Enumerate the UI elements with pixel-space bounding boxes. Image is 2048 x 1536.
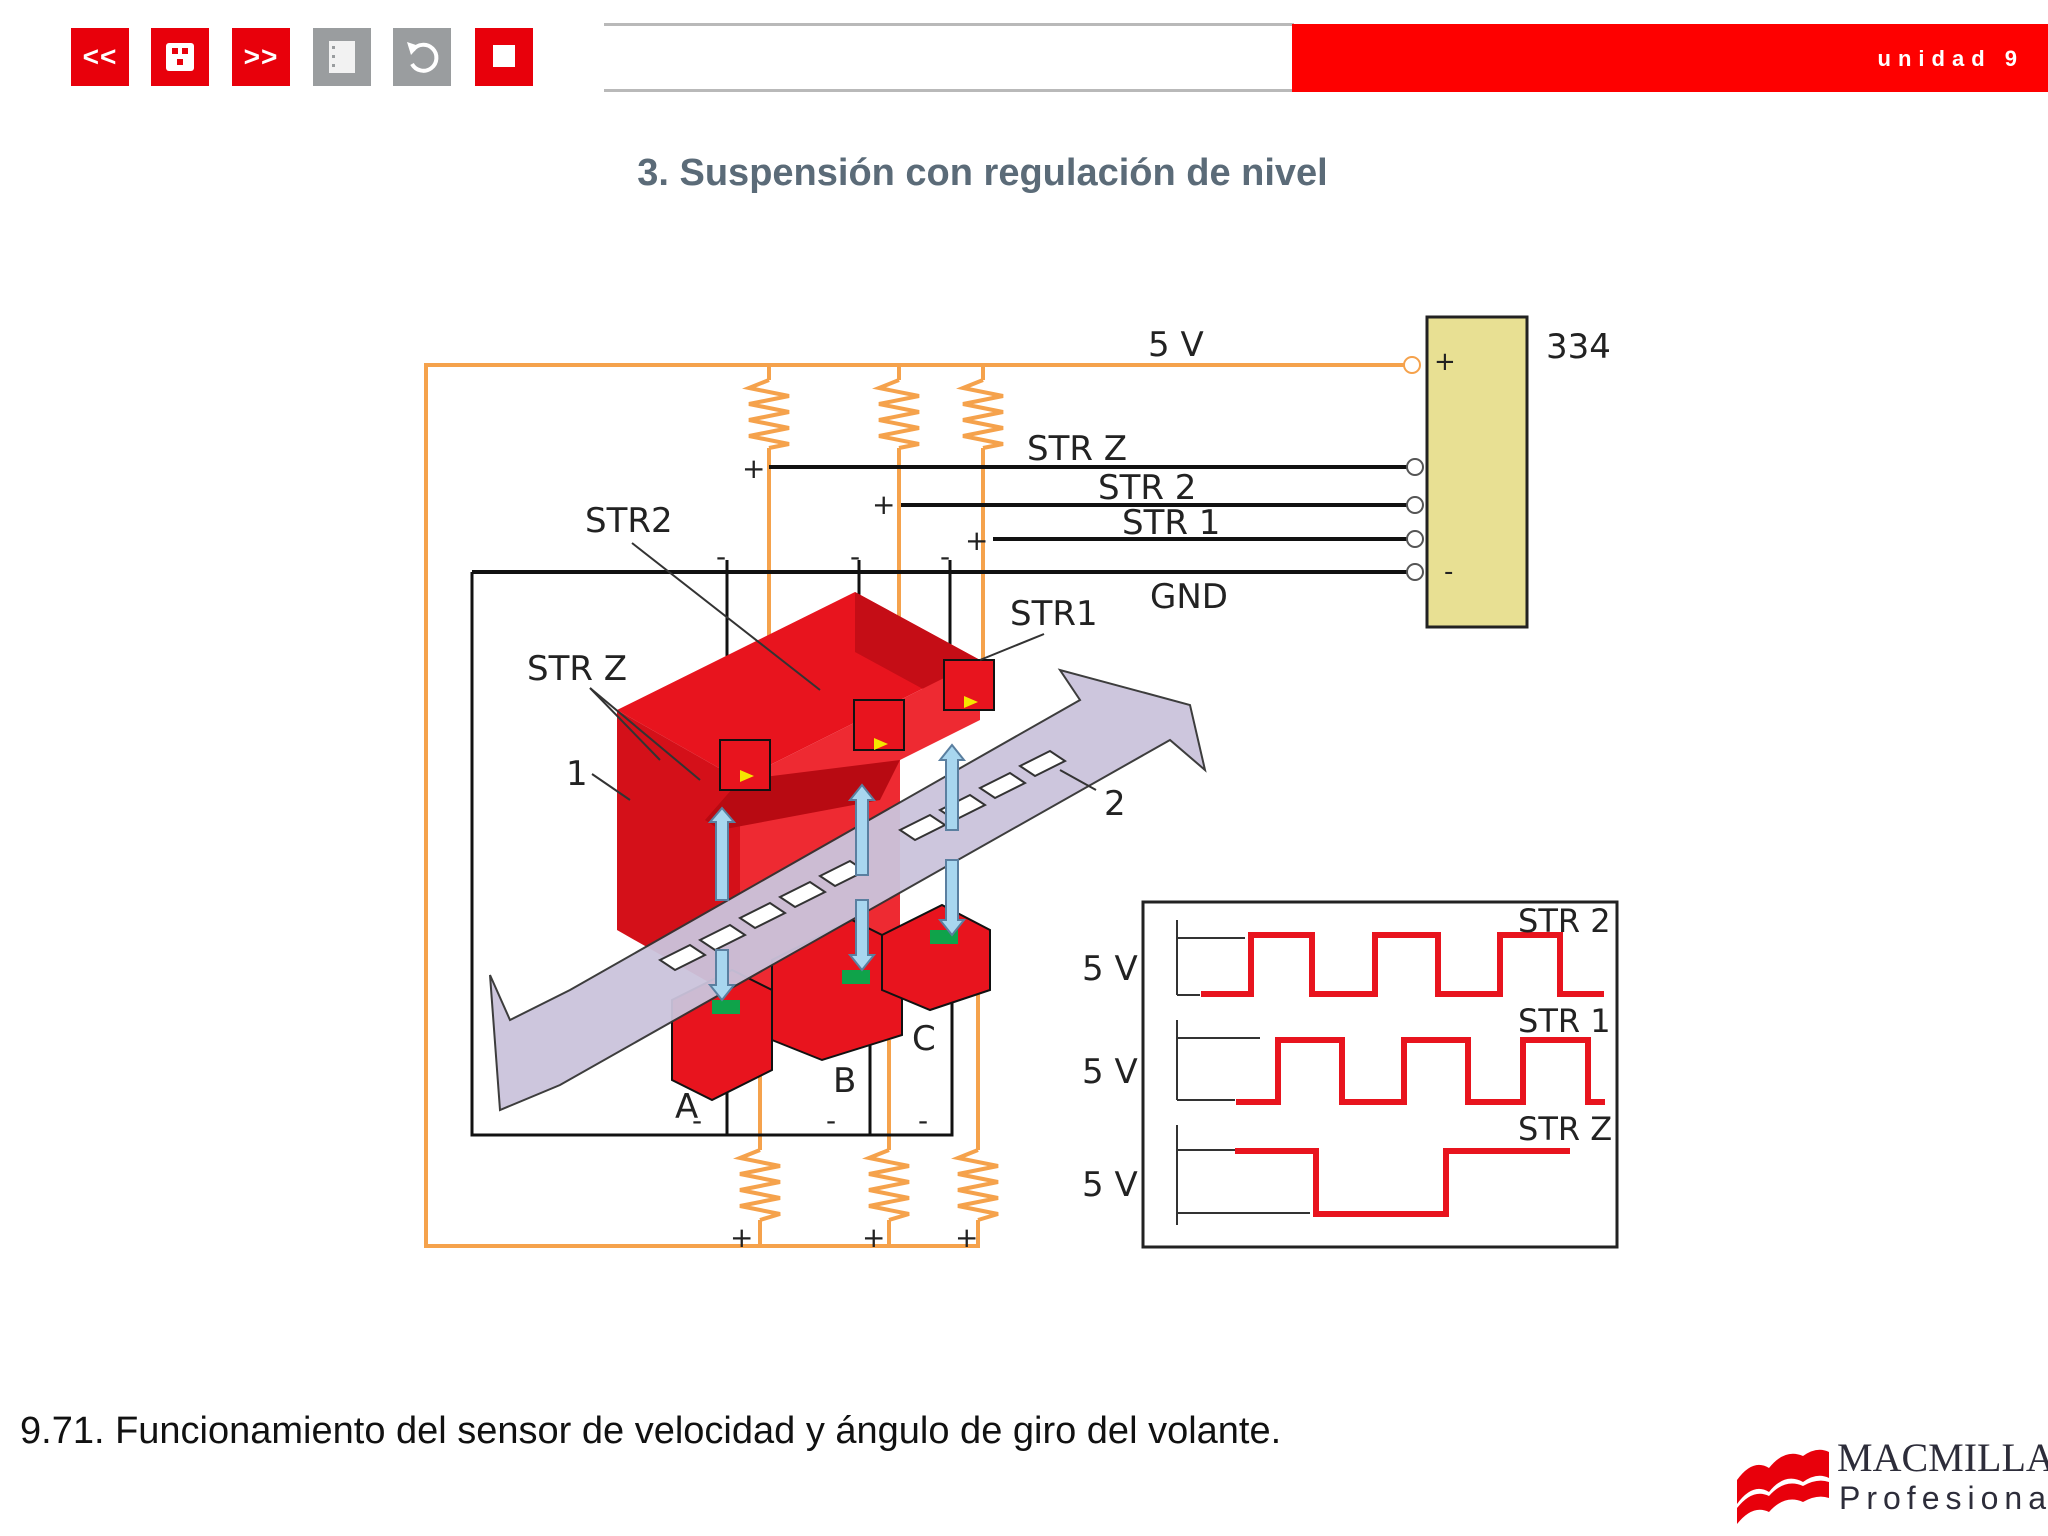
stop-icon bbox=[493, 45, 515, 67]
polarity-marks: + + + - - - + + + - - - bbox=[692, 452, 988, 1254]
undo-icon bbox=[407, 42, 439, 73]
rotor-strip bbox=[489, 668, 1207, 1112]
resistors-top bbox=[742, 378, 1004, 450]
wire-label-strz: STR Z bbox=[1027, 429, 1127, 469]
previous-label: << bbox=[82, 41, 118, 72]
svg-text:-: - bbox=[692, 1104, 702, 1137]
label-b: B bbox=[833, 1061, 856, 1101]
supply-label: 5 V bbox=[1148, 325, 1204, 365]
unit-number: 334 bbox=[1546, 327, 1611, 367]
dice-icon bbox=[166, 43, 194, 71]
svg-text:-: - bbox=[918, 1104, 928, 1137]
signal-label-str2: STR 2 bbox=[1518, 902, 1611, 940]
index-button[interactable] bbox=[313, 28, 371, 86]
signal-label-str1: STR 1 bbox=[1518, 1002, 1611, 1040]
label-str1: STR1 bbox=[1010, 594, 1098, 634]
unit-label: unidad 9 bbox=[1877, 46, 2024, 71]
next-label: >> bbox=[243, 41, 279, 72]
logo-sub: Profesional bbox=[1839, 1480, 2048, 1516]
signal-level-3: 5 V bbox=[1082, 1165, 1138, 1205]
next-button[interactable]: >> bbox=[232, 28, 290, 86]
label-part-1: 1 bbox=[566, 754, 588, 794]
header-line-top bbox=[604, 23, 1294, 26]
label-str2: STR2 bbox=[585, 501, 673, 541]
svg-text:+: + bbox=[742, 452, 765, 485]
leader-lines bbox=[589, 542, 1097, 801]
svg-text:+: + bbox=[965, 524, 988, 557]
svg-text:-: - bbox=[826, 1104, 836, 1137]
label-c: C bbox=[912, 1019, 936, 1059]
control-unit-box bbox=[1425, 315, 1529, 629]
svg-text:+: + bbox=[862, 1221, 885, 1254]
signal-level-1: 5 V bbox=[1082, 949, 1138, 989]
wire-label-gnd: GND bbox=[1150, 577, 1228, 617]
logo-brand: MACMILLAN bbox=[1837, 1435, 2048, 1480]
svg-text:-: - bbox=[940, 540, 950, 573]
previous-button[interactable]: << bbox=[71, 28, 129, 86]
unit-minus: - bbox=[1444, 557, 1453, 587]
signal-panel bbox=[1141, 900, 1619, 1249]
wire-label-str1: STR 1 bbox=[1122, 503, 1220, 543]
label-strz: STR Z bbox=[527, 649, 627, 689]
svg-text:-: - bbox=[850, 540, 860, 573]
publisher-logo: MACMILLAN Profesional bbox=[1733, 1428, 2048, 1528]
svg-text:+: + bbox=[955, 1221, 978, 1254]
wire-label-str2: STR 2 bbox=[1098, 468, 1196, 508]
signal-level-2: 5 V bbox=[1082, 1052, 1138, 1092]
label-a: A bbox=[675, 1087, 698, 1127]
header-line-bottom bbox=[604, 89, 1294, 92]
terminals bbox=[1403, 356, 1424, 581]
figure-caption: 9.71. Funcionamiento del sensor de veloc… bbox=[20, 1410, 1282, 1452]
signal-label-strz: STR Z bbox=[1518, 1110, 1612, 1148]
svg-text:-: - bbox=[716, 540, 726, 573]
back-button[interactable] bbox=[393, 28, 451, 86]
slide-title: 3. Suspensión con regulación de nivel bbox=[637, 152, 1328, 194]
unit-plus: + bbox=[1434, 347, 1456, 377]
menu-button[interactable] bbox=[151, 28, 209, 86]
stop-button[interactable] bbox=[475, 28, 533, 86]
unit-banner: unidad 9 bbox=[1292, 24, 2048, 92]
label-part-2: 2 bbox=[1104, 784, 1126, 824]
flux-arrows bbox=[707, 743, 967, 1002]
list-icon bbox=[329, 41, 355, 73]
svg-text:+: + bbox=[730, 1221, 753, 1254]
svg-text:+: + bbox=[872, 488, 895, 521]
macmillan-logo-icon bbox=[1737, 1449, 1829, 1524]
signal-wires bbox=[472, 465, 1412, 574]
